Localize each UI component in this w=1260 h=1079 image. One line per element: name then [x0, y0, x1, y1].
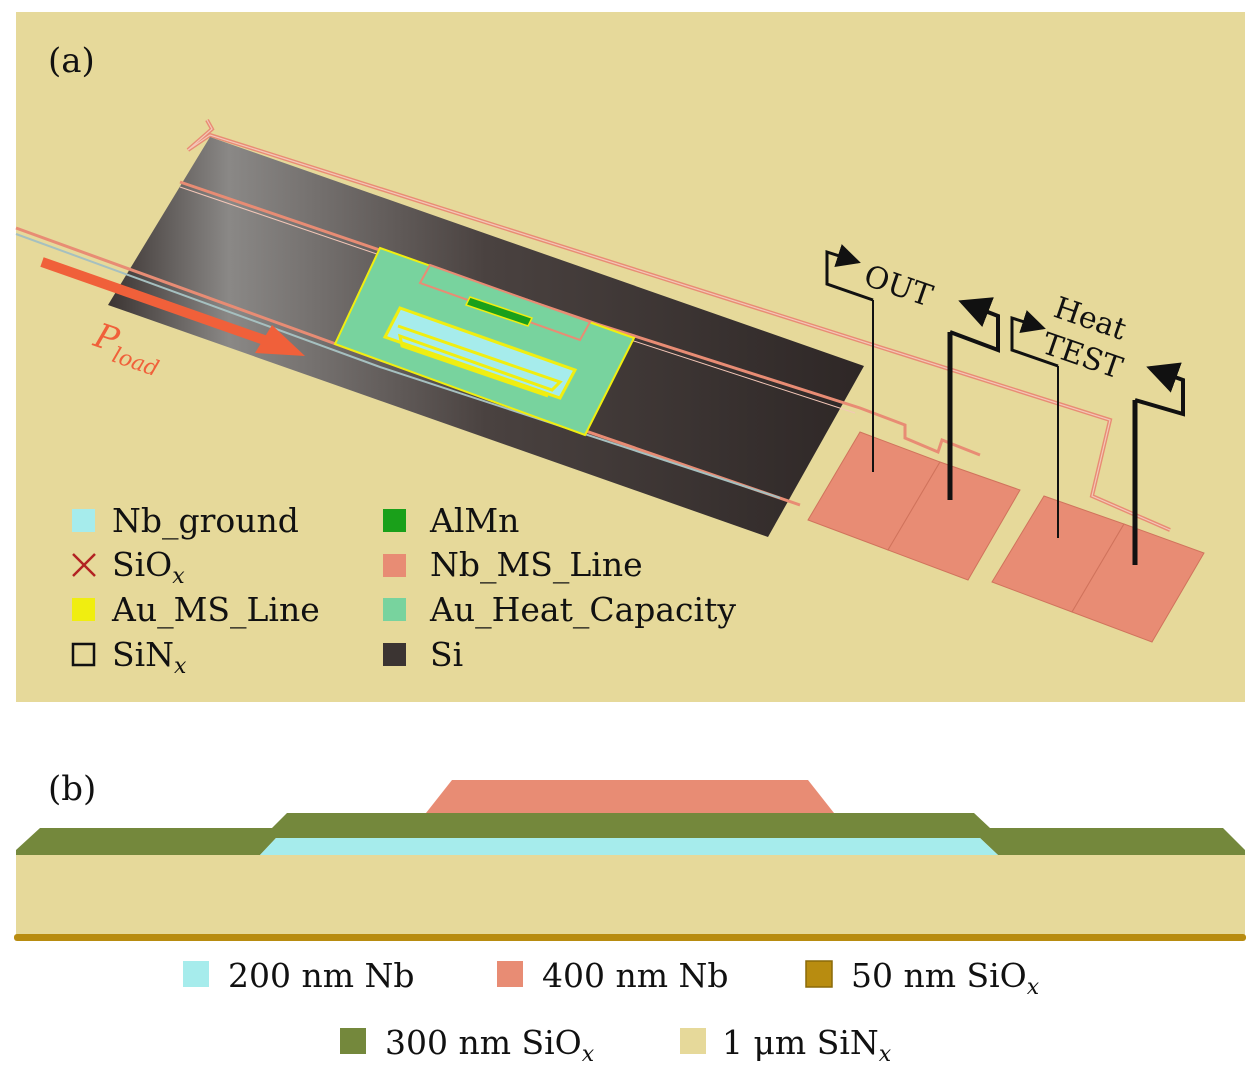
- legend-a-label-si: Si: [430, 635, 463, 674]
- bond-pad-test-2: [1071, 523, 1205, 643]
- legend-a-swatch-si: [383, 643, 406, 666]
- legend-a-swatch-sinx: [71, 642, 96, 667]
- legend-a-label-nb-ms-line: Nb_MS_Line: [430, 545, 643, 585]
- legend-a-label-au-ms-line: Au_MS_Line: [111, 590, 320, 630]
- test-port-bracket: [1010, 310, 1059, 368]
- nb-ms-wire-top-inner: [187, 119, 1171, 531]
- legend-a-swatch-almn: [383, 509, 406, 532]
- legend-a-swatch-au-heat-capacity: [383, 598, 406, 621]
- legend-a-swatch-siox: [72, 553, 96, 577]
- pload-arrow-head: [255, 325, 305, 356]
- tes-tab: [418, 263, 592, 342]
- legend-a-label-almn: AlMn: [429, 501, 519, 540]
- layer-sinx-1um: [16, 855, 1245, 935]
- legend-b: 200 nm Nb 400 nm Nb 50 nm SiOx 300 nm Si…: [183, 956, 1040, 1067]
- legend-b-swatch-nb-400: [497, 961, 523, 987]
- nb-ms-wire-left-b: [15, 233, 781, 499]
- legend-a-label-nb-ground: Nb_ground: [112, 501, 299, 541]
- layer-nb-400nm: [426, 780, 834, 813]
- legend-b-label-nb-200: 200 nm Nb: [228, 956, 415, 995]
- test-port-bracket-r: [1134, 362, 1185, 417]
- panel-b-label: (b): [48, 769, 96, 809]
- panel-a-label: (a): [48, 41, 95, 81]
- legend-b-swatch-sinx-1um: [680, 1028, 706, 1054]
- legend-a-swatch-au-ms-line: [72, 598, 95, 621]
- out-port-bracket-r: [949, 297, 1000, 353]
- nb-ms-wire-mid: [179, 180, 981, 457]
- legend-a-label-siox: SiOx: [112, 545, 185, 589]
- legend-b-label-siox-300: 300 nm SiOx: [385, 1023, 595, 1067]
- legend-b-label-nb-400: 400 nm Nb: [542, 956, 729, 995]
- legend-a: Nb_ground SiOx Au_MS_Line SiNx AlMn Nb_M…: [71, 501, 736, 679]
- panel-b: (b) 200 nm Nb 400 nm Nb 50 nm SiOx 300 n…: [14, 769, 1246, 1067]
- legend-b-swatch-siox-300: [340, 1028, 366, 1054]
- layer-nb-200nm: [260, 838, 998, 855]
- legend-a-label-au-heat-capacity: Au_Heat_Capacity: [429, 590, 736, 630]
- pload-arrow-shaft: [40, 257, 272, 347]
- legend-a-label-sinx: SiNx: [112, 635, 187, 679]
- legend-b-swatch-nb-200: [183, 961, 209, 987]
- panel-a: (a) Pload: [15, 12, 1245, 702]
- layer-siox-50nm: [14, 934, 1246, 941]
- legend-a-swatch-nb-ground: [72, 509, 95, 532]
- legend-a-swatch-nb-ms-line: [383, 554, 406, 577]
- bond-pad-out-2: [887, 461, 1021, 581]
- au-ms-meander: [397, 324, 563, 398]
- layer-siox-300nm: [16, 813, 1245, 855]
- legend-b-label-sinx-1um: 1 μm SiNx: [722, 1023, 892, 1067]
- almn-sensor: [464, 296, 534, 327]
- legend-b-label-siox-50: 50 nm SiOx: [851, 956, 1040, 1000]
- out-port-bracket: [825, 244, 874, 302]
- legend-b-swatch-siox-50: [805, 960, 833, 988]
